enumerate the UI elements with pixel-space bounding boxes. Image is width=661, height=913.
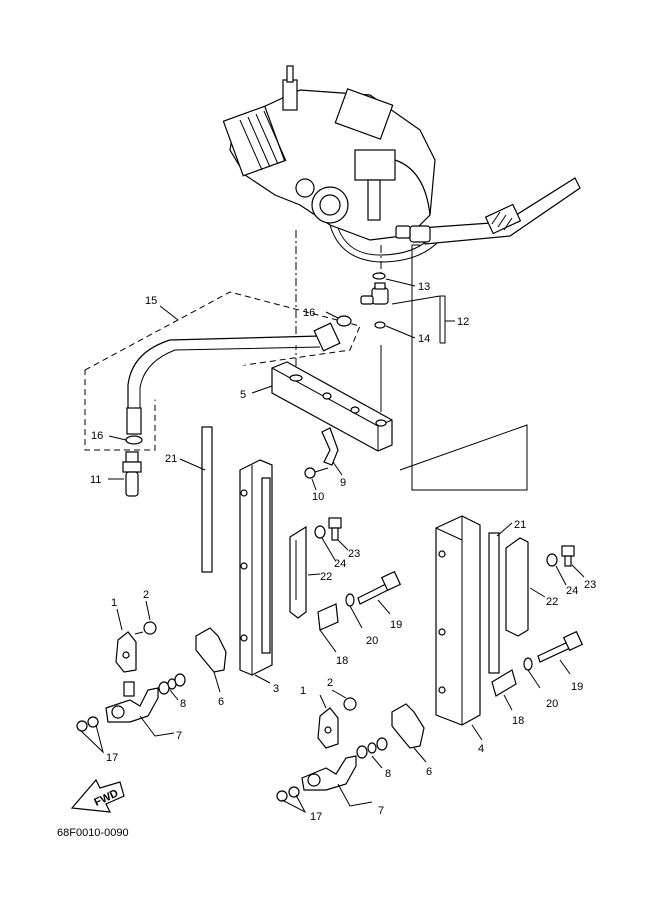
part-7-injector	[105, 681, 159, 723]
part-18-sleeve	[491, 669, 517, 697]
callout-labels: 13 12 14 15 16 16 5 21 11 9 10 21 23 24 …	[90, 281, 596, 823]
callout-3: 3	[273, 683, 279, 695]
part-9-clip	[321, 427, 339, 466]
callout-1: 1	[111, 597, 117, 609]
part-4-rail	[435, 515, 481, 726]
callout-22: 22	[320, 571, 332, 583]
callout-11: 11	[90, 474, 101, 486]
callout-24: 24	[334, 558, 346, 570]
part-2-screw	[343, 697, 357, 711]
callout-19: 19	[390, 619, 402, 631]
callout-18: 18	[336, 655, 348, 667]
callout-2: 2	[143, 589, 149, 601]
part-18-sleeve	[317, 603, 339, 631]
callout-9: 9	[340, 477, 346, 489]
callout-7: 7	[176, 730, 182, 742]
diagram-code: 68F0010-0090	[57, 827, 129, 839]
callout-5: 5	[240, 389, 246, 401]
callout-15: 15	[145, 295, 157, 307]
callout-20: 20	[546, 698, 558, 710]
part-23-bolt	[328, 517, 342, 541]
part-8-seals	[356, 737, 388, 759]
part-22-plate	[289, 525, 307, 619]
callout-17: 17	[106, 752, 118, 764]
callout-17: 17	[310, 811, 322, 823]
part-24-washer	[546, 553, 558, 567]
part-19-bolt	[357, 570, 402, 605]
part-21-rod	[201, 426, 500, 674]
part-10-screw	[304, 467, 329, 479]
callout-8: 8	[385, 768, 391, 780]
part-5-bracket	[271, 361, 393, 452]
callout-2: 2	[327, 677, 333, 689]
part-15-fuel-hose	[126, 322, 341, 435]
part-20-washer	[523, 657, 533, 671]
fwd-arrow-icon: FWD	[70, 778, 125, 813]
part-11-fitting	[122, 451, 142, 497]
callout-22: 22	[546, 596, 558, 608]
callout-12: 12	[457, 316, 469, 328]
part-13-o-ring	[372, 272, 386, 280]
fuel-pump-assembly	[222, 65, 581, 263]
part-16-clamp	[125, 315, 352, 445]
part-1-bracket	[115, 631, 137, 673]
callout-6: 6	[218, 696, 224, 708]
callout-8: 8	[180, 698, 186, 710]
part-6-holder	[391, 703, 425, 749]
part-12-joint	[360, 282, 389, 305]
callout-14: 14	[418, 333, 430, 345]
callout-18: 18	[512, 715, 524, 727]
callout-19: 19	[571, 681, 583, 693]
callout-16: 16	[303, 307, 315, 319]
callout-16: 16	[91, 430, 103, 442]
part-17-seals	[276, 786, 300, 802]
callout-7: 7	[378, 805, 384, 817]
callout-10: 10	[312, 491, 324, 503]
part-22-plate	[505, 537, 529, 637]
callout-21: 21	[514, 519, 526, 531]
callout-13: 13	[418, 281, 430, 293]
part-8-seals	[158, 673, 186, 695]
part-23-bolt	[561, 545, 575, 567]
part-17-seals	[76, 716, 99, 732]
callout-24: 24	[566, 585, 578, 597]
part-7-injector	[301, 755, 357, 791]
callout-6: 6	[426, 766, 432, 778]
part-19-bolt	[537, 630, 584, 663]
callout-23: 23	[584, 579, 596, 591]
part-14-o-ring	[374, 321, 386, 329]
callout-21: 21	[165, 453, 177, 465]
part-3-rail	[239, 459, 273, 676]
callout-23: 23	[348, 548, 360, 560]
part-1-bracket	[317, 707, 339, 749]
callout-1: 1	[300, 685, 306, 697]
part-6-holder	[195, 627, 227, 673]
alignment-line	[399, 244, 528, 491]
part-20-washer	[345, 593, 355, 607]
part-2-screw	[134, 621, 157, 635]
callout-20: 20	[366, 635, 378, 647]
part-24-washer	[314, 525, 326, 539]
callout-4: 4	[478, 743, 484, 755]
